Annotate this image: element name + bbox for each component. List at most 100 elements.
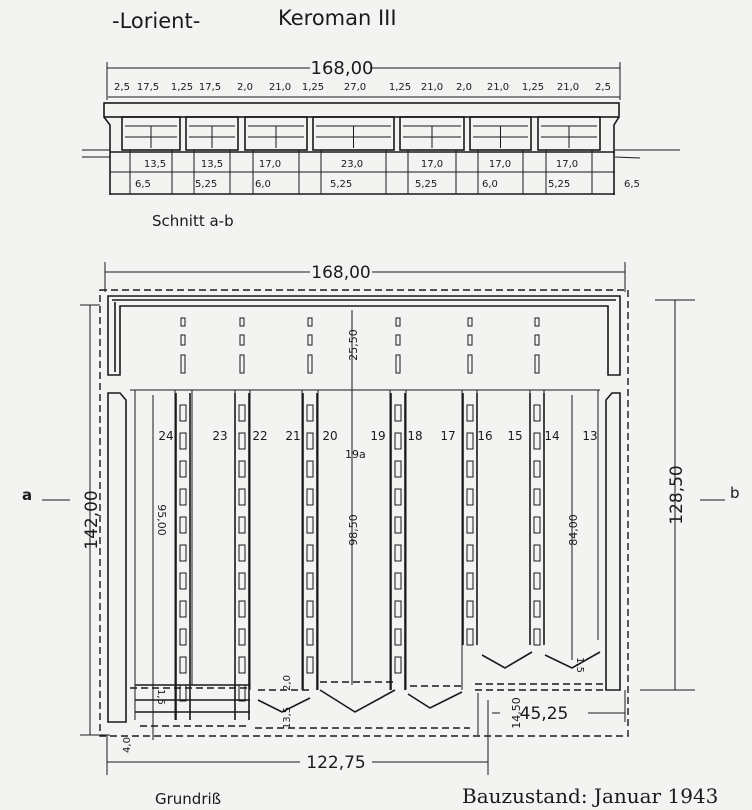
pier-opening xyxy=(179,516,187,534)
pier-opening xyxy=(533,516,541,534)
dim-25-50: 25,50 xyxy=(347,329,360,361)
pier-opening xyxy=(238,516,246,534)
plan-bottom-right-dim: 45,25 xyxy=(520,704,569,724)
dim-14-50: 14,50 xyxy=(510,697,523,729)
section-depth: 6,5 xyxy=(135,179,151,190)
pier-top-block xyxy=(180,354,186,374)
pier-opening xyxy=(306,628,314,646)
pier-top-block xyxy=(467,334,473,346)
plan-bottom-left-dim: 122,75 xyxy=(306,753,365,773)
section-top-dim: 17,5 xyxy=(137,82,159,93)
pier-wall xyxy=(175,393,191,720)
plan-right-depth: 128,50 xyxy=(667,465,687,524)
pier-top-block xyxy=(534,354,540,374)
pen-number: 17 xyxy=(440,429,455,443)
pen-number: 19 xyxy=(370,429,385,443)
pier-wall xyxy=(529,393,545,645)
pier-opening xyxy=(394,600,402,618)
pier-top-block xyxy=(180,317,186,327)
pier-top-block xyxy=(307,354,313,374)
section-bay xyxy=(312,116,395,151)
pier-opening xyxy=(306,488,314,506)
pen-number: 14 xyxy=(544,429,559,443)
pier-opening xyxy=(394,628,402,646)
pier-opening xyxy=(533,572,541,590)
pier-opening xyxy=(179,600,187,618)
pier-opening xyxy=(466,516,474,534)
pier-opening xyxy=(179,628,187,646)
pier-top-block xyxy=(239,317,245,327)
title-city: -Lorient- xyxy=(112,9,200,33)
pier-opening xyxy=(238,460,246,478)
pier-opening xyxy=(394,544,402,562)
section-top-dim: 2,0 xyxy=(456,82,472,93)
pier-opening xyxy=(533,600,541,618)
section-top-dim: 21,0 xyxy=(487,82,509,93)
section-depth: 6,0 xyxy=(482,179,498,190)
pier-opening xyxy=(238,628,246,646)
pier-opening xyxy=(179,404,187,422)
section-top-dim: 1,25 xyxy=(171,82,193,93)
section-bay xyxy=(537,116,601,151)
section-top-dim: 2,0 xyxy=(237,82,253,93)
pier-opening xyxy=(306,600,314,618)
section-bay-width: 17,0 xyxy=(421,159,443,170)
section-bay-width: 13,5 xyxy=(144,159,166,170)
section-mark-a: a xyxy=(22,486,32,504)
section-top-dim: 21,0 xyxy=(421,82,443,93)
plan-overall-width: 168,00 xyxy=(311,263,370,283)
section-depth: 5,25 xyxy=(330,179,352,190)
pier-opening xyxy=(466,432,474,450)
pier-opening xyxy=(466,460,474,478)
pier-opening xyxy=(179,432,187,450)
pier-opening xyxy=(466,488,474,506)
pier-opening xyxy=(306,656,314,674)
section-mark-b: b xyxy=(730,484,740,502)
plan-label: Grundriß xyxy=(155,790,221,808)
section-depth: 5,25 xyxy=(195,179,217,190)
pier-opening xyxy=(306,516,314,534)
section-bay xyxy=(244,116,308,151)
pier-wall xyxy=(234,393,250,720)
pier-opening xyxy=(179,488,187,506)
caption-construction-status: Bauzustand: Januar 1943 xyxy=(462,784,718,808)
pier-opening xyxy=(466,404,474,422)
section-bay-width: 13,5 xyxy=(201,159,223,170)
section-bay xyxy=(399,116,465,151)
dim-13-5: 13,5 xyxy=(282,707,293,729)
section-overall-dim: 168,00 xyxy=(311,58,374,79)
pier-opening xyxy=(179,656,187,674)
pier-top-block xyxy=(395,334,401,346)
pier-top-block xyxy=(534,317,540,327)
pier-opening xyxy=(306,460,314,478)
pier-opening xyxy=(466,600,474,618)
pier-opening xyxy=(533,460,541,478)
pier-top-block xyxy=(467,317,473,327)
pier-top-block xyxy=(467,354,473,374)
section-depth: 6,5 xyxy=(624,179,640,190)
pier-wall xyxy=(390,393,406,690)
dim-1-5-right: 1,5 xyxy=(574,657,585,673)
pier-opening xyxy=(533,432,541,450)
pier-opening xyxy=(533,404,541,422)
pier-top-block xyxy=(180,334,186,346)
pier-wall xyxy=(462,393,478,645)
pier-opening xyxy=(533,628,541,646)
pier-top-block xyxy=(534,334,540,346)
section-depth: 6,0 xyxy=(255,179,271,190)
pen-number: 16 xyxy=(477,429,492,443)
pier-opening xyxy=(394,516,402,534)
pier-opening xyxy=(179,460,187,478)
pen-number: 24 xyxy=(158,429,173,443)
pier-opening xyxy=(394,432,402,450)
dim-4-0: 4,0 xyxy=(122,737,133,753)
section-top-dim: 21,0 xyxy=(557,82,579,93)
pier-top-block xyxy=(239,334,245,346)
pier-top-block xyxy=(307,317,313,327)
pen-number: 23 xyxy=(212,429,227,443)
section-top-dim: 1,25 xyxy=(522,82,544,93)
dim-95: 95,00 xyxy=(155,504,168,536)
section-bay xyxy=(185,116,239,151)
